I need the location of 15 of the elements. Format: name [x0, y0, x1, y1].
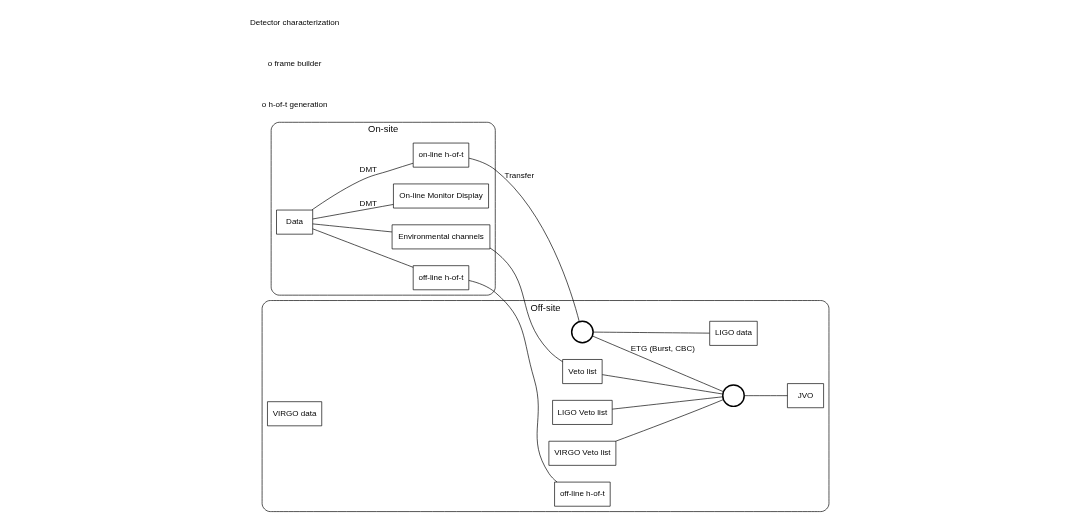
connector: [311, 162, 414, 211]
connector: [592, 331, 710, 334]
connector: [611, 396, 724, 410]
connector: [743, 395, 788, 396]
connector: [592, 335, 724, 392]
node-circle: [722, 384, 745, 408]
connector: [468, 280, 558, 483]
node-circle: [570, 320, 594, 344]
connector: [602, 374, 724, 395]
connector: [312, 223, 393, 233]
connector: [312, 204, 394, 220]
connector: [615, 399, 724, 442]
connector: [468, 157, 580, 322]
connector: [489, 247, 563, 363]
connector: [312, 228, 414, 268]
